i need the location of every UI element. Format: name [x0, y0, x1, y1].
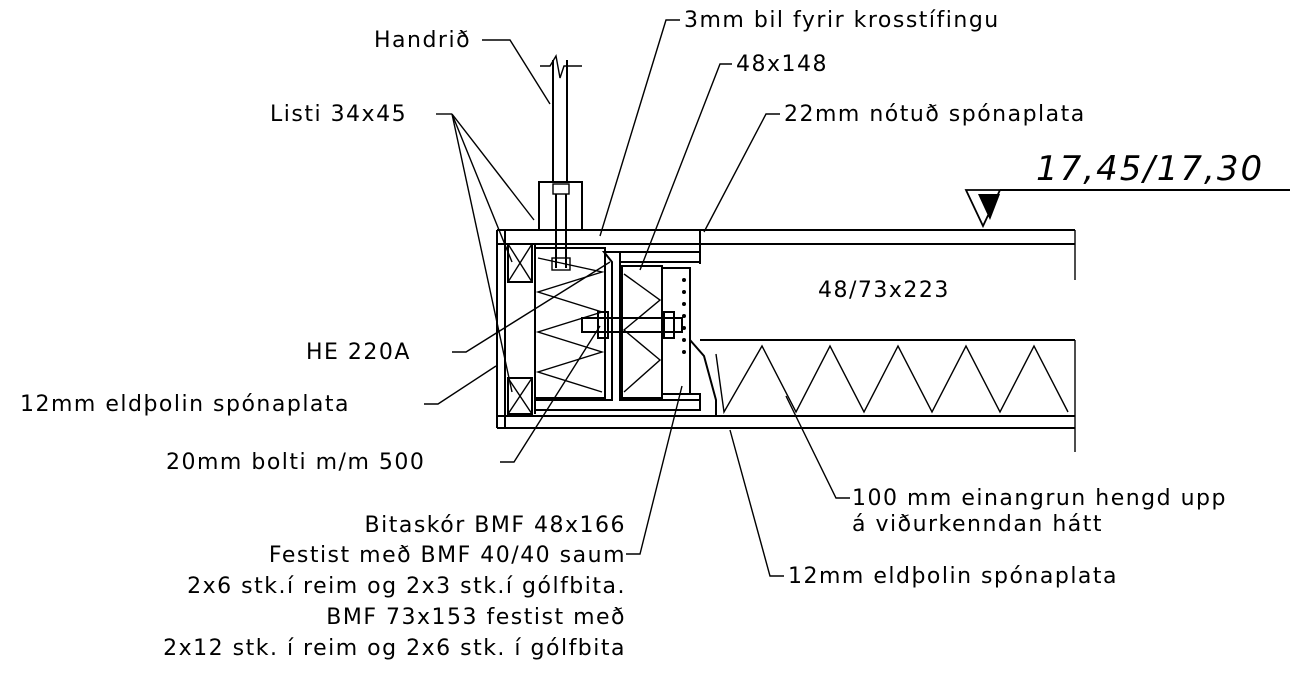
- listi-battens: [507, 243, 536, 415]
- elevation-marker: [964, 189, 1290, 229]
- bitaskor-hanger: [661, 267, 717, 416]
- handrail-post: [540, 54, 582, 182]
- drawing-labels: Handrið 3mm bil fyrir krosstífingu 48x14…: [20, 8, 1264, 661]
- insulation-zigzag: [715, 344, 1069, 415]
- label-festist-3: BMF 73x153 festist með: [326, 605, 626, 630]
- leader-lines: [424, 19, 850, 577]
- label-timber-48x148: 48x148: [736, 52, 828, 77]
- label-joist: 48/73x223: [818, 278, 950, 303]
- timber-48x148-left: [534, 247, 606, 399]
- label-listi: Listi 34x45: [270, 102, 407, 127]
- label-handrid: Handrið: [374, 28, 471, 53]
- label-bolti: 20mm bolti m/m 500: [166, 450, 425, 475]
- post-base-plate: [538, 181, 583, 271]
- label-bitaskor: Bitaskór BMF 48x166: [365, 513, 626, 538]
- label-festist-1: Festist með BMF 40/40 saum: [269, 543, 626, 568]
- label-elevation: 17,45/17,30: [1036, 149, 1264, 189]
- label-festist-2: 2x6 stk.í reim og 2x3 stk.í gólfbita.: [187, 574, 626, 599]
- label-bil: 3mm bil fyrir krosstífingu: [684, 8, 1000, 33]
- label-nottud: 22mm nótuð spónaplata: [784, 102, 1086, 127]
- label-he220a: HE 220A: [306, 340, 411, 365]
- label-eldpolin-left: 12mm eldþolin spónaplata: [20, 392, 350, 417]
- label-einangrun-1: 100 mm einangrun hengd upp: [852, 486, 1227, 511]
- section-outline: [496, 229, 1076, 452]
- label-eldpolin-bottom: 12mm eldþolin spónaplata: [788, 564, 1118, 589]
- label-festist-4: 2x12 stk. í reim og 2x6 stk. í gólfbita: [163, 636, 626, 661]
- label-einangrun-2: á viðurkenndan hátt: [852, 512, 1103, 537]
- bolt-20mm: [581, 311, 683, 339]
